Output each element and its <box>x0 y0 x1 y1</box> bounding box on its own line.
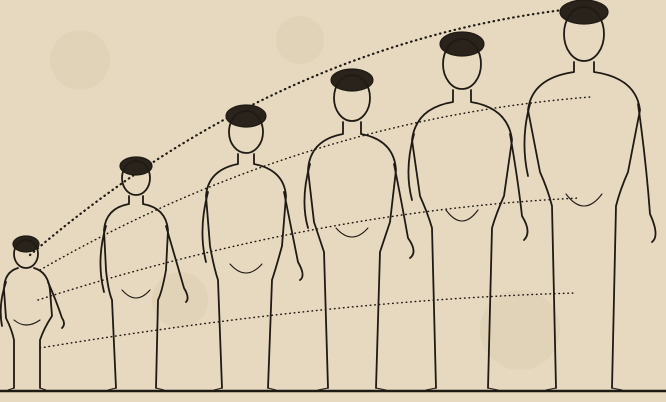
growth-proportions-illustration <box>0 0 666 402</box>
